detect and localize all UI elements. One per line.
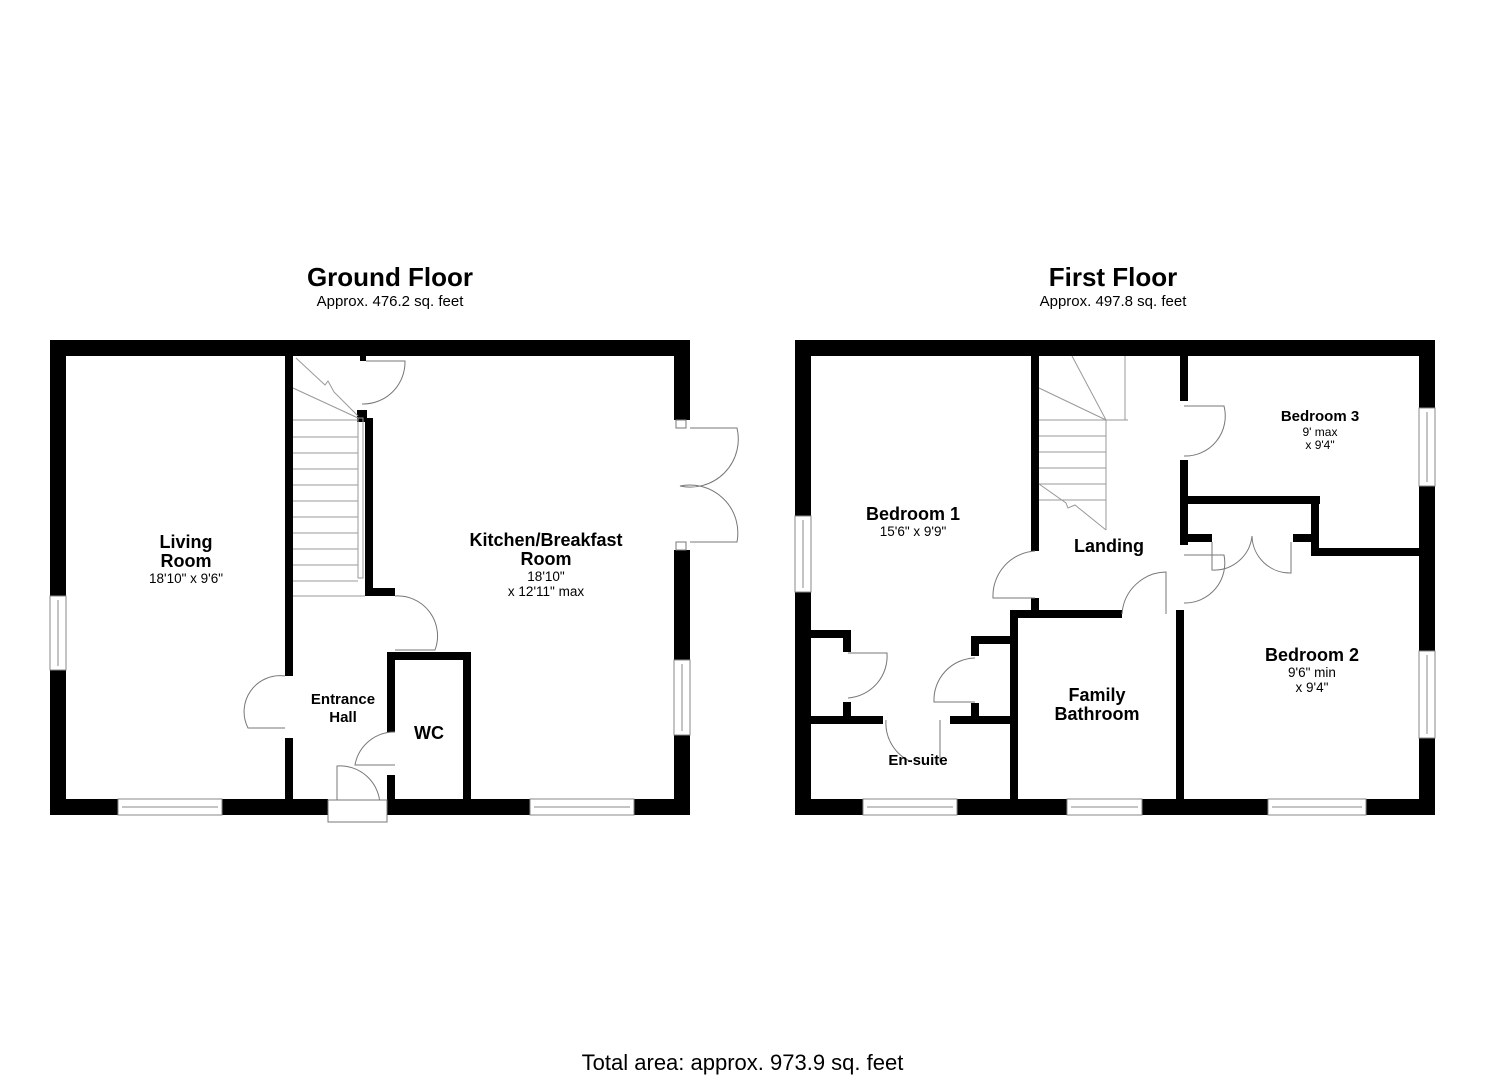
room-name: Family	[1068, 685, 1126, 705]
room-name: Bedroom 2	[1264, 645, 1360, 665]
ground-floor-doors	[243, 360, 739, 823]
room-name: WC	[414, 723, 444, 743]
first-floor-area: Approx. 497.8 sq. feet	[1039, 293, 1187, 310]
room-dimensions: 18'10"	[527, 569, 565, 584]
total-area: Total area: approx. 973.9 sq. feet	[581, 1050, 904, 1075]
room-name: Room	[520, 549, 572, 569]
room-name: Bedroom 3	[1280, 408, 1360, 425]
room-name: Living	[159, 532, 213, 552]
ground-floor-plan	[49, 340, 739, 823]
room-name: Bathroom	[1054, 704, 1140, 724]
first-floor-walls	[795, 340, 1435, 815]
room-dimensions: x 12'11" max	[507, 584, 585, 599]
ground-floor-windows	[49, 595, 691, 816]
room-name: Hall	[329, 709, 357, 726]
ground-floor-walls	[50, 340, 690, 815]
room-dimensions: 15'6" x 9'9"	[879, 524, 947, 539]
room-name: Bedroom 1	[865, 504, 961, 524]
room-dimensions: 9' max	[1302, 425, 1338, 439]
room-name: Kitchen/Breakfast	[469, 530, 623, 550]
ground-floor-stairs	[292, 357, 365, 597]
room-dimensions: x 9'4"	[1295, 680, 1329, 695]
room-name: Room	[160, 551, 212, 571]
room-dimensions: 9'6" min	[1288, 665, 1336, 680]
room-bedroom-2: Bedroom 2 9'6" min x 9'4"	[1264, 645, 1360, 696]
ground-floor-title: Ground Floor	[306, 262, 474, 292]
room-wc: WC	[414, 724, 444, 743]
room-dimensions: 18'10" x 9'6"	[148, 571, 224, 586]
room-living-room: Living Room 18'10" x 9'6"	[148, 532, 224, 587]
room-bedroom-1: Bedroom 1 15'6" x 9'9"	[865, 504, 961, 540]
room-name: En-suite	[888, 752, 948, 769]
room-kitchen-breakfast: Kitchen/Breakfast Room 18'10" x 12'11" m…	[469, 530, 623, 600]
ground-floor-area: Approx. 476.2 sq. feet	[316, 293, 464, 310]
room-family-bathroom: Family Bathroom	[1055, 686, 1140, 724]
room-name: Entrance	[310, 691, 376, 708]
first-floor-title: First Floor	[1048, 262, 1178, 292]
room-name: Landing	[1074, 536, 1144, 556]
first-floor-doors	[847, 405, 1292, 763]
first-floor-windows	[794, 407, 1436, 816]
room-dimensions: x 9'4"	[1305, 438, 1335, 452]
room-bedroom-3: Bedroom 3 9' max x 9'4"	[1281, 408, 1359, 452]
room-landing: Landing	[1074, 537, 1144, 556]
room-entrance-hall: Entrance Hall	[311, 691, 375, 727]
room-en-suite: En-suite	[888, 752, 947, 770]
first-floor-stairs	[1038, 355, 1128, 531]
first-floor-plan	[794, 340, 1436, 816]
